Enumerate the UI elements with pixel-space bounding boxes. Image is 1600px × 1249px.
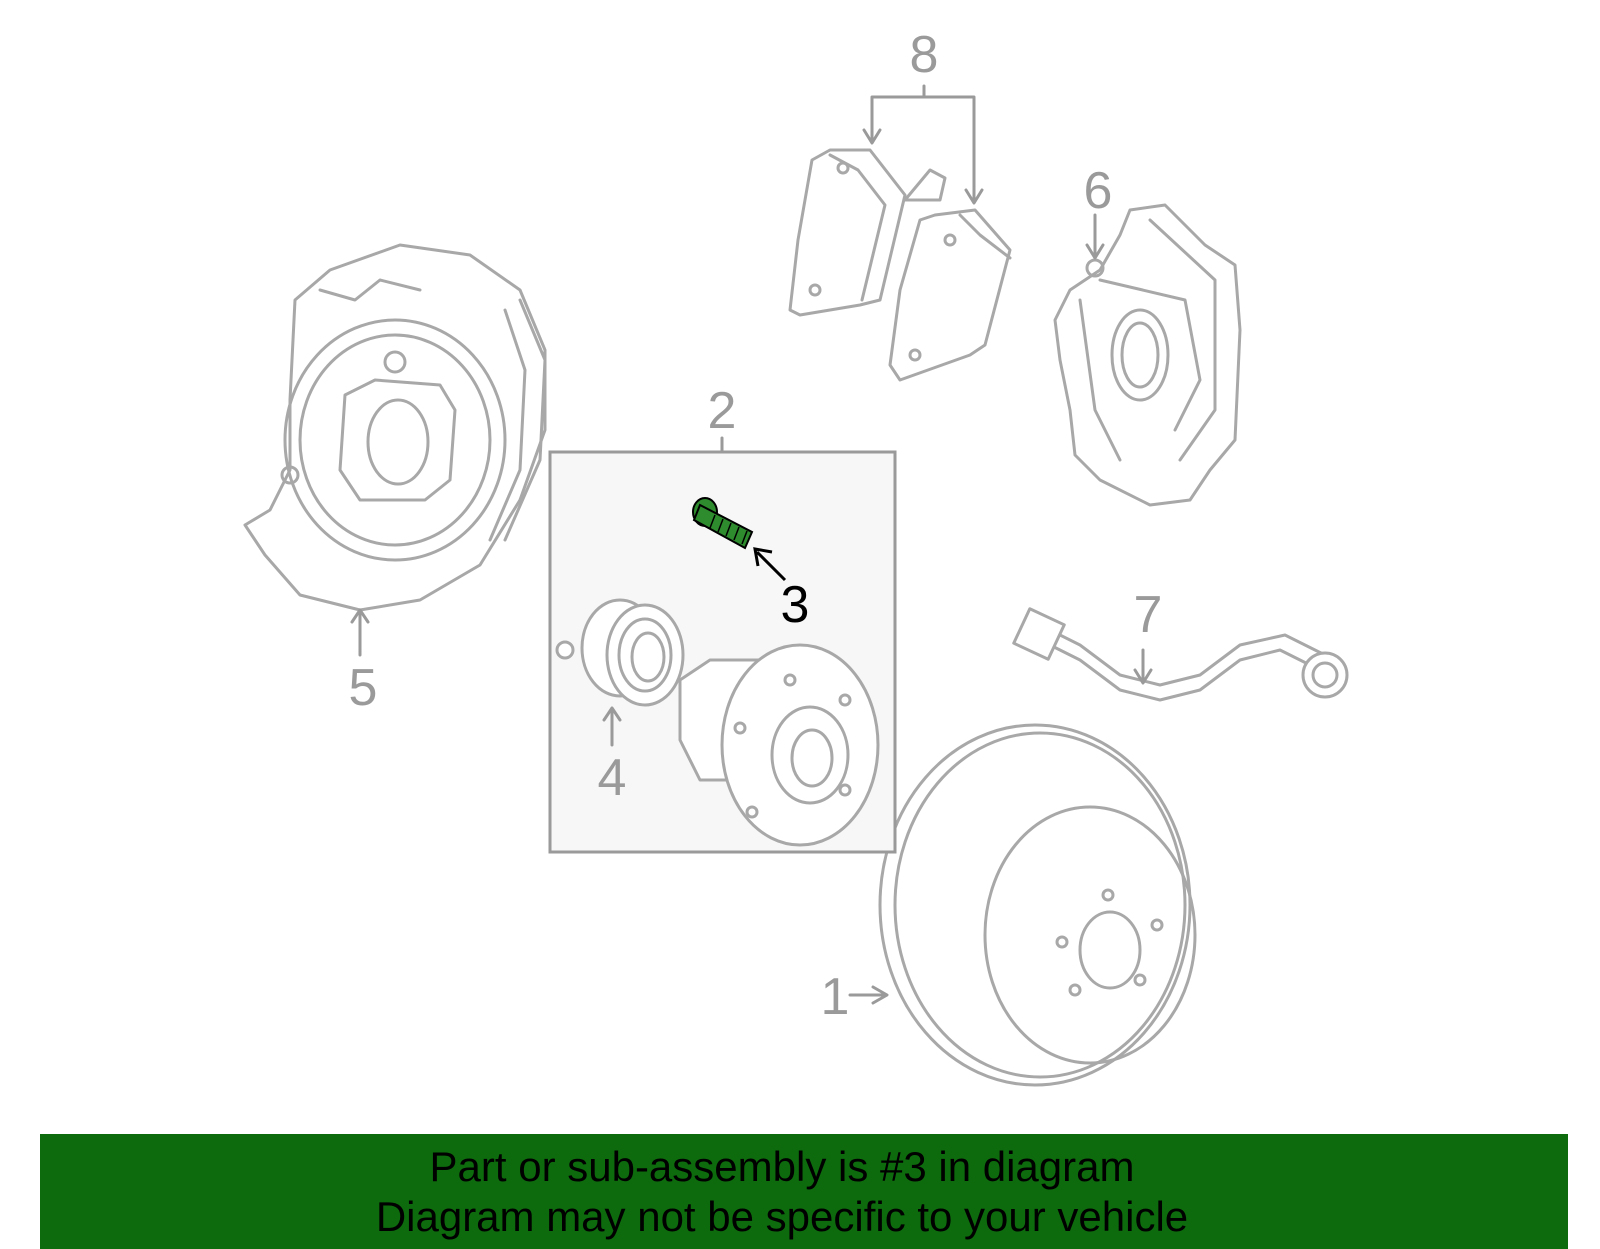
dust-shield-drawing [243,243,547,612]
wheel-hub-drawing [678,643,880,847]
callout-3: 3 [781,576,810,634]
brake-hose-drawing [1012,607,1349,702]
hub-bolt-highlighted [692,497,754,550]
brake-pads-drawing [788,148,1012,382]
callout-7: 7 [1134,586,1163,644]
callout-2: 2 [708,382,737,440]
brake-rotor-drawing [878,723,1197,1087]
callout-4: 4 [598,749,627,807]
banner-line-2: Diagram may not be specific to your vehi… [375,1193,1189,1240]
callout-6: 6 [1084,162,1113,220]
callout-leaders [350,84,1153,1005]
info-banner: Part or sub-assembly is #3 in diagram Di… [40,1134,1568,1249]
callout-8: 8 [910,26,939,84]
wheel-bearing-drawing [555,598,685,707]
callout-1: 1 [821,968,850,1026]
banner-line-1: Part or sub-assembly is #3 in diagram [429,1143,1135,1190]
brake-caliper-drawing [1053,203,1242,507]
callout-5: 5 [349,659,378,717]
